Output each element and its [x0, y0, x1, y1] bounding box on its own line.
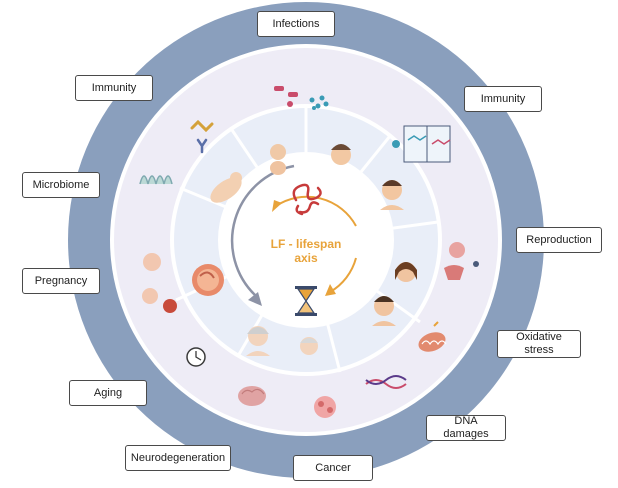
- cycle-arrowhead-bottom: [325, 284, 336, 296]
- label-microbiome: Microbiome: [22, 172, 100, 198]
- cycle-arrowhead-top: [272, 200, 282, 212]
- mitochondrion-icon: [418, 321, 447, 352]
- lifespan-arc: [230, 164, 295, 297]
- clock-icon: [186, 347, 206, 367]
- center-title-line2: axis: [294, 251, 318, 265]
- lifespan-arrowhead: [248, 292, 262, 306]
- label-neurodegeneration: Neurodegeneration: [125, 445, 231, 471]
- person-icon-baby-lying: [210, 172, 242, 203]
- hourglass-icon: [295, 286, 317, 316]
- label-oxidative-stress: Oxidative stress: [497, 330, 581, 358]
- label-dna-damages: DNA damages: [426, 415, 506, 441]
- bacteria-icon: [274, 86, 329, 110]
- label-immunity-right: Immunity: [464, 86, 542, 112]
- person-icon-young-woman: [395, 262, 417, 282]
- uterus-ovary-icon: [444, 242, 479, 280]
- person-icon-elderly-woman: [246, 326, 270, 356]
- cycle-arc-top: [275, 195, 357, 227]
- label-oxidative-stress-line1: Oxidative: [516, 331, 562, 343]
- center-disc: [218, 152, 394, 328]
- label-cancer: Cancer: [293, 455, 373, 481]
- person-icon-elderly-man: [300, 337, 318, 355]
- dna-strand-icon: [365, 375, 407, 389]
- tumor-cell-icon: [314, 396, 336, 418]
- person-icon-pregnant-woman: [192, 264, 224, 296]
- intestinal-villi-icon: [139, 175, 173, 185]
- label-oxidative-stress-line2: stress: [524, 344, 554, 356]
- embryo-icon: [142, 253, 177, 313]
- person-icon-adult-man: [372, 296, 396, 326]
- center-title-line1: LF - lifespan: [271, 237, 342, 251]
- label-aging: Aging: [69, 380, 147, 406]
- gene-chart-icon: [392, 125, 451, 163]
- antibody-icon: [190, 119, 214, 154]
- label-pregnancy: Pregnancy: [22, 268, 100, 294]
- person-icon-child: [331, 144, 351, 165]
- brain-icon: [238, 386, 266, 406]
- label-infections: Infections: [257, 11, 335, 37]
- label-immunity-left: Immunity: [75, 75, 153, 101]
- lactoferrin-protein-icon: [292, 183, 322, 216]
- label-reproduction: Reproduction: [516, 227, 602, 253]
- person-icon-teen: [380, 180, 404, 210]
- person-icon-infant-sitting: [270, 144, 286, 175]
